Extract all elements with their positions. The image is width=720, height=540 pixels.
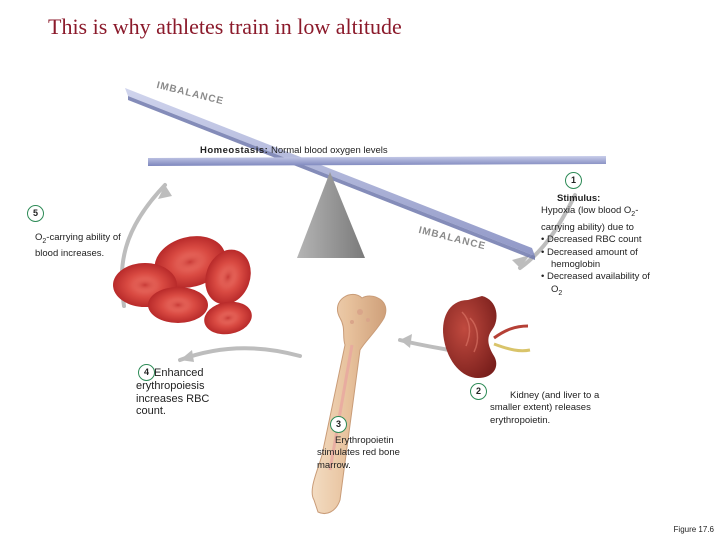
step-2-text: Kidney (and liver to a smaller extent) r… xyxy=(490,390,600,426)
homeostasis-label: Homeostasis: Normal blood oxygen levels xyxy=(200,145,388,157)
step-1-marker: 1 xyxy=(565,172,582,189)
step-4-marker: 4 xyxy=(138,364,155,381)
level-beam-icon xyxy=(148,156,606,166)
stimulus-bullets: • Decreased RBC count • Decreased amount… xyxy=(541,234,661,300)
stimulus-bullet-3: • Decreased availability of O2 xyxy=(541,271,650,297)
step-3-text: Erythropoietin stimulates red bone marro… xyxy=(317,435,400,471)
step-4-text: Enhanced erythropoiesis increases RBC co… xyxy=(136,367,210,418)
step-5-marker: 5 xyxy=(27,205,44,222)
bone-marrow-icon xyxy=(311,293,387,514)
homeostasis-heading: Homeostasis: xyxy=(200,145,269,156)
step-2-marker: 2 xyxy=(470,383,487,400)
cycle-arrowheads xyxy=(158,185,530,362)
page-title: This is why athletes train in low altitu… xyxy=(48,14,402,39)
fulcrum-icon xyxy=(297,172,365,258)
step-5-text: O2-carrying ability of blood increases. xyxy=(35,232,121,260)
stimulus-bullet-2: • Decreased amount of hemoglobin xyxy=(541,246,638,270)
red-blood-cells-icon xyxy=(113,236,252,335)
figure-caption: Figure 17.6 xyxy=(673,525,714,534)
step-3-marker: 3 xyxy=(330,416,347,433)
stimulus-intro: Hypoxia (low blood O2-carrying ability) … xyxy=(541,205,639,233)
stimulus-heading: Stimulus: xyxy=(557,193,601,204)
homeostasis-text: Normal blood oxygen levels xyxy=(270,145,388,156)
kidney-icon xyxy=(443,296,531,378)
stimulus-bullet-1: • Decreased RBC count xyxy=(541,234,642,246)
step-1-stimulus-text: Stimulus: Hypoxia (low blood O2-carrying… xyxy=(541,193,661,300)
